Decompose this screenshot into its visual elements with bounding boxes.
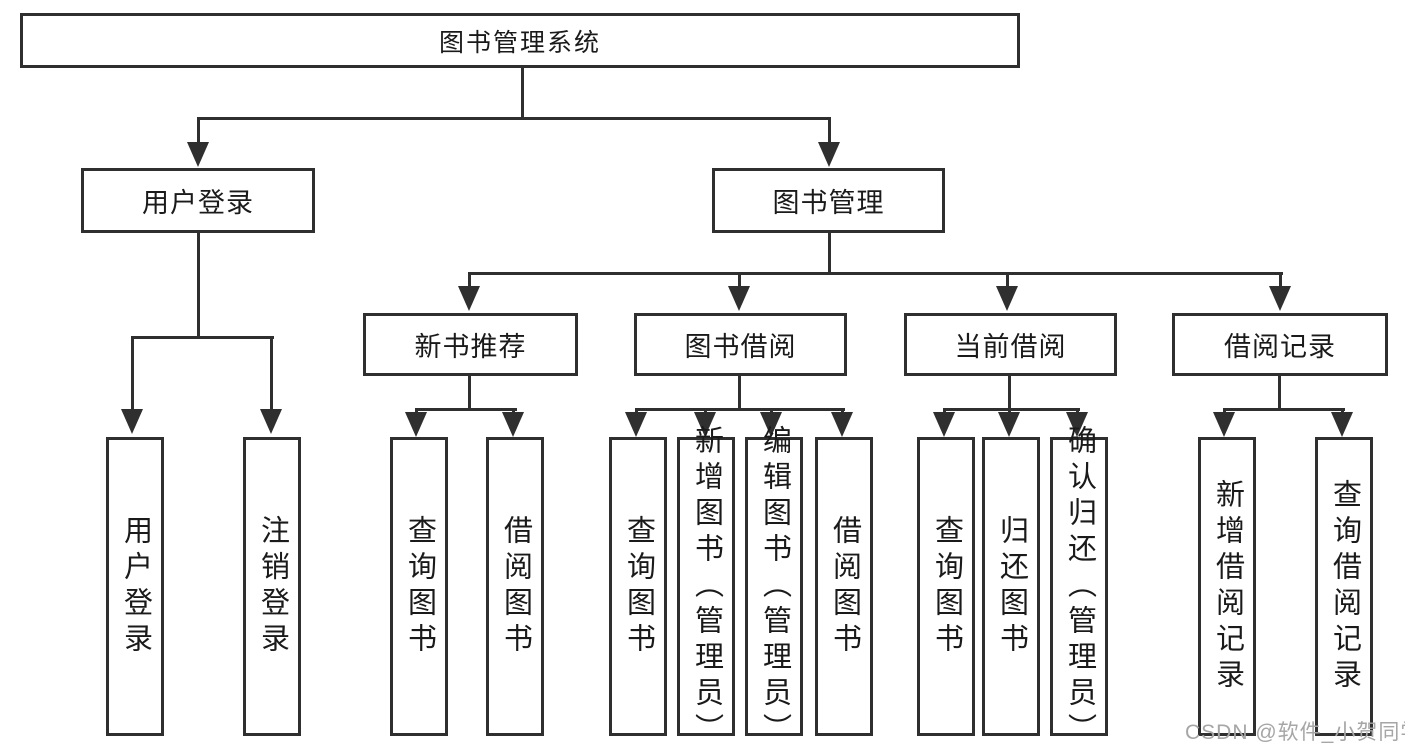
- arrow-to-book-borrow: [728, 272, 750, 311]
- connector-user-login-stem: [197, 233, 200, 337]
- connector-borrow-records-hline: [1223, 408, 1345, 411]
- leaf-borrow-books-recommend: 借阅图书: [486, 437, 544, 736]
- arrow-to-leaf-user-login: [121, 336, 143, 434]
- leaf-label: 编辑图书（管理员）: [758, 424, 791, 747]
- connector-recommend-stem: [468, 376, 471, 410]
- arrow-to-borrow-books-recommend: [502, 408, 524, 437]
- node-label: 图书管理: [772, 188, 885, 218]
- arrow-to-query-books-current: [933, 408, 955, 437]
- leaf-label: 用户登录: [119, 514, 152, 659]
- leaf-query-books-current: 查询图书: [917, 437, 975, 736]
- leaf-label: 注销登录: [256, 514, 289, 659]
- leaf-edit-book-admin: 编辑图书（管理员）: [745, 425, 803, 747]
- leaf-label: 归还图书: [995, 514, 1028, 659]
- arrow-to-confirm-return-admin: [1066, 408, 1088, 437]
- arrow-to-query-books-borrow: [625, 408, 647, 437]
- arrow-to-borrow-books-borrow: [831, 408, 853, 437]
- node-book-borrow: 图书借阅: [634, 313, 847, 376]
- connector-borrow-records-stem: [1278, 376, 1281, 410]
- leaf-label: 查询图书: [930, 514, 963, 659]
- leaf-label: 查询借阅记录: [1328, 478, 1361, 695]
- node-book-management: 图书管理: [712, 168, 945, 233]
- leaf-label: 新增图书（管理员）: [690, 424, 723, 747]
- arrow-to-book-management: [818, 118, 840, 167]
- arrow-to-leaf-logout: [260, 336, 282, 434]
- leaf-query-books-recommend: 查询图书: [390, 437, 448, 736]
- node-new-book-recommend: 新书推荐: [363, 313, 578, 376]
- leaf-add-borrow-record: 新增借阅记录: [1198, 437, 1256, 736]
- node-label: 用户登录: [142, 188, 254, 218]
- leaf-label: 借阅图书: [828, 514, 861, 659]
- leaf-label: 确认归还（管理员）: [1063, 424, 1096, 747]
- arrow-to-query-borrow-record: [1331, 408, 1353, 437]
- leaf-query-books-borrow: 查询图书: [609, 437, 667, 736]
- arrow-to-user-login: [187, 118, 209, 167]
- watermark: CSDN @软件_小贺同学: [1185, 721, 1405, 744]
- node-label: 图书管理系统: [438, 28, 601, 57]
- arrow-to-add-book-admin: [694, 408, 716, 437]
- leaf-query-borrow-record: 查询借阅记录: [1315, 437, 1373, 736]
- arrow-to-new-book-recommend: [458, 272, 480, 311]
- arrow-to-return-books: [998, 408, 1020, 437]
- connector-book-borrow-hline: [635, 408, 845, 411]
- connector-book-management-stem: [828, 233, 831, 274]
- arrow-to-current-borrow: [996, 272, 1018, 311]
- connector-current-borrow-hline: [943, 408, 1080, 411]
- node-label: 当前借阅: [954, 332, 1067, 362]
- leaf-confirm-return-admin: 确认归还（管理员）: [1050, 425, 1108, 747]
- connector-root-stem: [521, 68, 524, 118]
- arrow-to-borrow-records: [1269, 272, 1291, 311]
- leaf-user-login: 用户登录: [106, 437, 164, 736]
- node-library-system: 图书管理系统: [20, 13, 1020, 68]
- node-current-borrow: 当前借阅: [904, 313, 1117, 376]
- connector-root-hline: [197, 117, 831, 120]
- connector-user-login-hline: [131, 336, 274, 339]
- arrow-to-query-books-recommend: [405, 408, 427, 437]
- leaf-return-books: 归还图书: [982, 437, 1040, 736]
- node-borrow-records: 借阅记录: [1172, 313, 1388, 376]
- connector-current-borrow-stem: [1008, 376, 1011, 410]
- leaf-label: 新增借阅记录: [1211, 478, 1244, 695]
- leaf-label: 借阅图书: [499, 514, 532, 659]
- node-label: 借阅记录: [1224, 332, 1336, 362]
- arrow-to-edit-book-admin: [760, 408, 782, 437]
- node-user-login: 用户登录: [81, 168, 315, 233]
- arrow-to-add-borrow-record: [1213, 408, 1235, 437]
- leaf-label: 查询图书: [403, 514, 436, 659]
- node-label: 新书推荐: [414, 332, 527, 362]
- leaf-label: 查询图书: [622, 514, 655, 659]
- leaf-logout-login: 注销登录: [243, 437, 301, 736]
- connector-book-management-hline: [468, 272, 1283, 275]
- connector-recommend-hline: [415, 408, 517, 411]
- connector-book-borrow-stem: [738, 376, 741, 410]
- leaf-add-book-admin: 新增图书（管理员）: [677, 425, 735, 747]
- leaf-borrow-books-borrow: 借阅图书: [815, 437, 873, 736]
- node-label: 图书借阅: [684, 332, 797, 362]
